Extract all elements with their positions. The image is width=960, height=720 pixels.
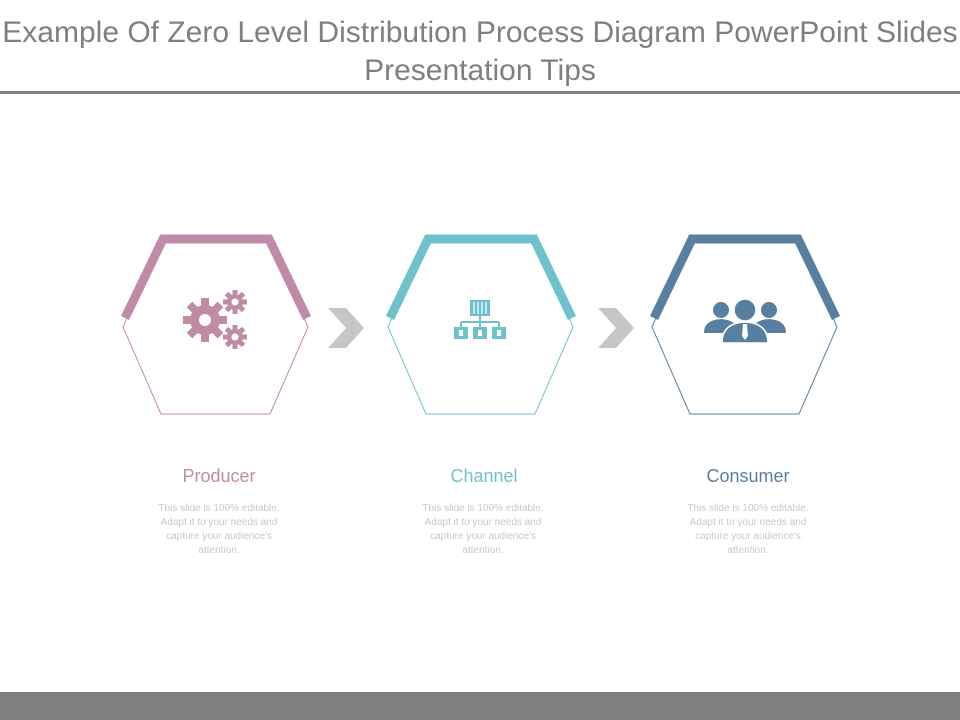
producer-description: This slide is 100% editable. Adapt it to… bbox=[158, 503, 280, 556]
people-group-icon bbox=[704, 298, 786, 344]
channel-hexagon-top-band bbox=[385, 234, 577, 320]
slide-title: Example Of Zero Level Distribution Proce… bbox=[2, 16, 958, 87]
chevron-right-icon bbox=[598, 308, 634, 348]
consumer-label: Consumer bbox=[706, 466, 790, 486]
channel-label: Channel bbox=[450, 466, 518, 486]
consumer-hexagon-top-band bbox=[649, 234, 841, 320]
consumer-description: This slide is 100% editable. Adapt it to… bbox=[687, 503, 809, 556]
consumer-hexagon bbox=[649, 234, 841, 415]
producer-hexagon-top-band bbox=[120, 234, 312, 320]
org-chart-icon bbox=[454, 300, 506, 339]
chevron-right-icon bbox=[328, 308, 364, 348]
producer-hexagon bbox=[120, 234, 312, 415]
title-divider bbox=[0, 91, 960, 94]
channel-hexagon bbox=[385, 234, 577, 415]
producer-label: Producer bbox=[182, 466, 256, 486]
channel-description: This slide is 100% editable. Adapt it to… bbox=[422, 503, 544, 556]
footer-bar bbox=[0, 692, 960, 720]
